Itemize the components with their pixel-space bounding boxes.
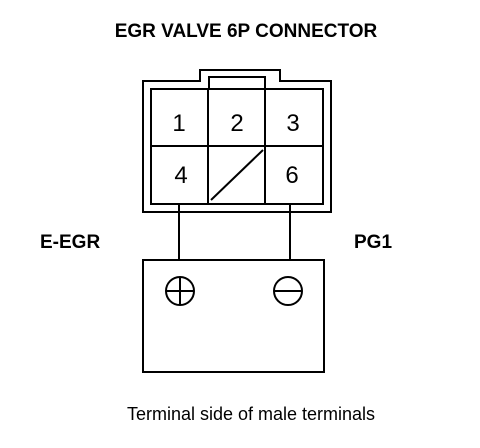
- connector-housing: [142, 69, 332, 213]
- pin-3-label: 3: [286, 110, 299, 137]
- diagram-caption: Terminal side of male terminals: [127, 404, 375, 424]
- pin-2-label: 2: [230, 110, 243, 137]
- meter-box: [142, 259, 325, 373]
- diagram-title: EGR VALVE 6P CONNECTOR: [115, 21, 378, 42]
- wire-label-pg1: PG1: [354, 232, 392, 253]
- pin-grid: [151, 89, 323, 204]
- plus-terminal-icon: [165, 276, 195, 306]
- unused-pin-slash: [210, 149, 264, 201]
- minus-terminal-icon: [273, 276, 303, 306]
- pin-4-label: 4: [174, 162, 187, 189]
- wire-label-e-egr: E-EGR: [40, 232, 100, 253]
- pin-6-label: 6: [285, 162, 298, 189]
- pin-1-label: 1: [172, 110, 185, 137]
